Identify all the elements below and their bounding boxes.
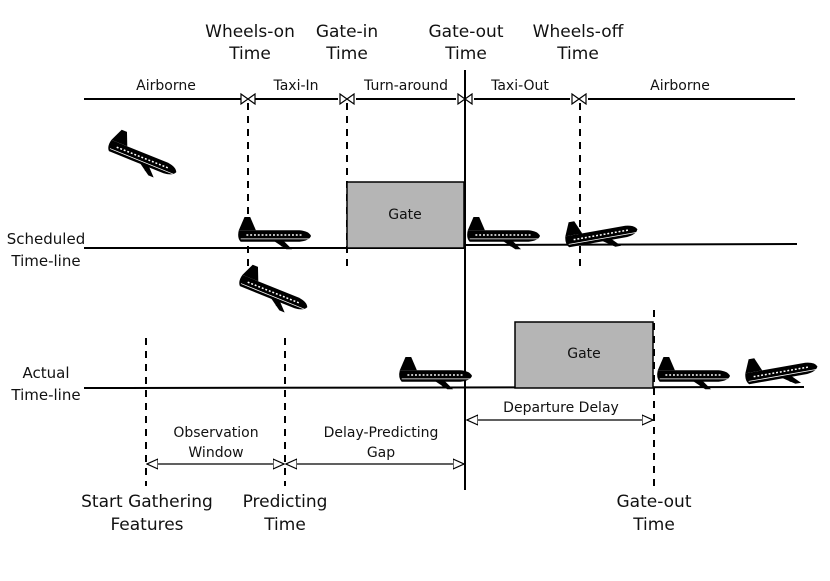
phase-turn-around: Turn-around	[363, 78, 448, 94]
gate-in-label-1: Gate-in	[316, 22, 378, 42]
actual-label-2: Time-line	[10, 386, 80, 404]
departure-delay-label: Departure Delay	[503, 400, 619, 416]
wheels-off-label-1: Wheels-off	[533, 22, 625, 42]
scheduled-label-2: Time-line	[10, 252, 80, 270]
airplane-icon	[656, 356, 731, 391]
gate-out-label-2: Time	[444, 44, 487, 64]
airplane-icon	[233, 261, 316, 321]
scheduled-gate-label: Gate	[388, 207, 422, 223]
observation-window-label-1: Observation	[173, 425, 258, 441]
airplane-icon	[102, 126, 185, 186]
delay-predicting-gap-label-1: Delay-Predicting	[324, 425, 439, 441]
wheels-on-label-2: Time	[228, 44, 271, 64]
gate-out-time-label-1: Gate-out	[616, 492, 691, 512]
predicting-time-label-1: Predicting	[243, 492, 328, 512]
airplane-icon	[741, 346, 821, 393]
phase-taxi-in: Taxi-In	[272, 78, 318, 94]
wheels-off-label-2: Time	[556, 44, 599, 64]
start-gathering-label-2: Features	[110, 515, 183, 535]
phase-airborne-2: Airborne	[650, 78, 710, 94]
airplane-icon	[398, 356, 473, 391]
scheduled-label-1: Scheduled	[7, 230, 85, 248]
scheduled-gate-box	[346, 181, 465, 249]
actual-label-1: Actual	[23, 364, 70, 382]
predicting-time-label-2: Time	[263, 515, 306, 535]
phase-airborne-1: Airborne	[136, 78, 196, 94]
separator-gate-in	[339, 92, 355, 106]
phase-taxi-out: Taxi-Out	[490, 78, 549, 94]
separator-wheels-on	[240, 92, 256, 106]
phase-line	[84, 92, 795, 106]
observation-window-label-2: Window	[188, 445, 243, 461]
airplane-icon	[561, 209, 641, 256]
actual-gate-label: Gate	[567, 346, 601, 362]
gate-out-time-label-2: Time	[632, 515, 675, 535]
wheels-on-label-1: Wheels-on	[205, 22, 295, 42]
airplane-icon	[237, 216, 312, 251]
scheduled-timeline-right	[464, 243, 798, 246]
gate-in-label-2: Time	[325, 44, 368, 64]
start-gathering-label-1: Start Gathering	[81, 492, 213, 512]
actual-timeline	[83, 386, 805, 389]
delay-predicting-gap-label-2: Gap	[367, 445, 395, 461]
separator-wheels-off	[571, 92, 587, 106]
gate-out-label-1: Gate-out	[428, 22, 503, 42]
